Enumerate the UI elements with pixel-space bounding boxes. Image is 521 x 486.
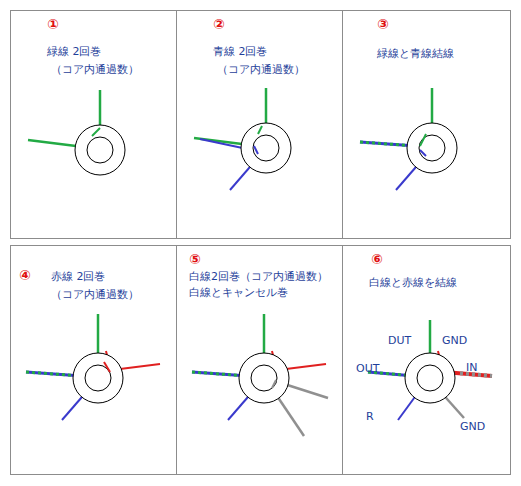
step-panel: ⑤ 白線2回巻（コア内通過数） 白線とキャンセル巻 [176,245,343,475]
step-note: 白線とキャンセル巻 [189,286,288,300]
step-panel: ② 青線 2回巻 （コア内通過数） [176,10,343,239]
step-4-figure [26,314,160,420]
step-number: ② [213,17,225,31]
step-note: 緑線 2回巻 [47,45,102,59]
step-note: 青線 2回巻 [213,45,268,59]
step-panel: ① 緑線 2回巻 （コア内通過数） [10,10,177,239]
step-3-figure [360,88,457,190]
step-1-figure [28,90,125,175]
step-number: ⑥ [371,252,383,266]
terminal-label: DUT [388,334,411,347]
step-panel: ④ 赤線 2回巻 （コア内通過数） [10,245,177,475]
step-number: ④ [19,268,31,282]
terminal-label: R [366,410,374,423]
step-note: 赤線 2回巻 [51,270,106,284]
step-panel: ③ 緑線と青線結線 [342,10,511,239]
step-note: 緑線と青線結線 [377,47,454,61]
step-5-figure [192,314,328,436]
step-number: ⑤ [189,252,201,266]
step-2-figure [194,88,291,190]
step-note: （コア内通過数） [217,63,305,77]
terminal-label: OUT [356,362,379,375]
step-note: 白線2回巻（コア内通過数） [189,270,328,284]
terminal-label: IN [466,361,477,374]
terminal-label: GND [460,420,485,433]
step-panel: ⑥ 白線と赤線を結線 [342,245,511,475]
step-note: （コア内通過数） [51,288,139,302]
step-note: 白線と赤線を結線 [369,276,457,290]
step-number: ① [47,17,59,31]
step-6-figure [368,320,492,420]
terminal-label: GND [442,334,467,347]
step-note: （コア内通過数） [51,63,139,77]
step-number: ③ [377,17,389,31]
